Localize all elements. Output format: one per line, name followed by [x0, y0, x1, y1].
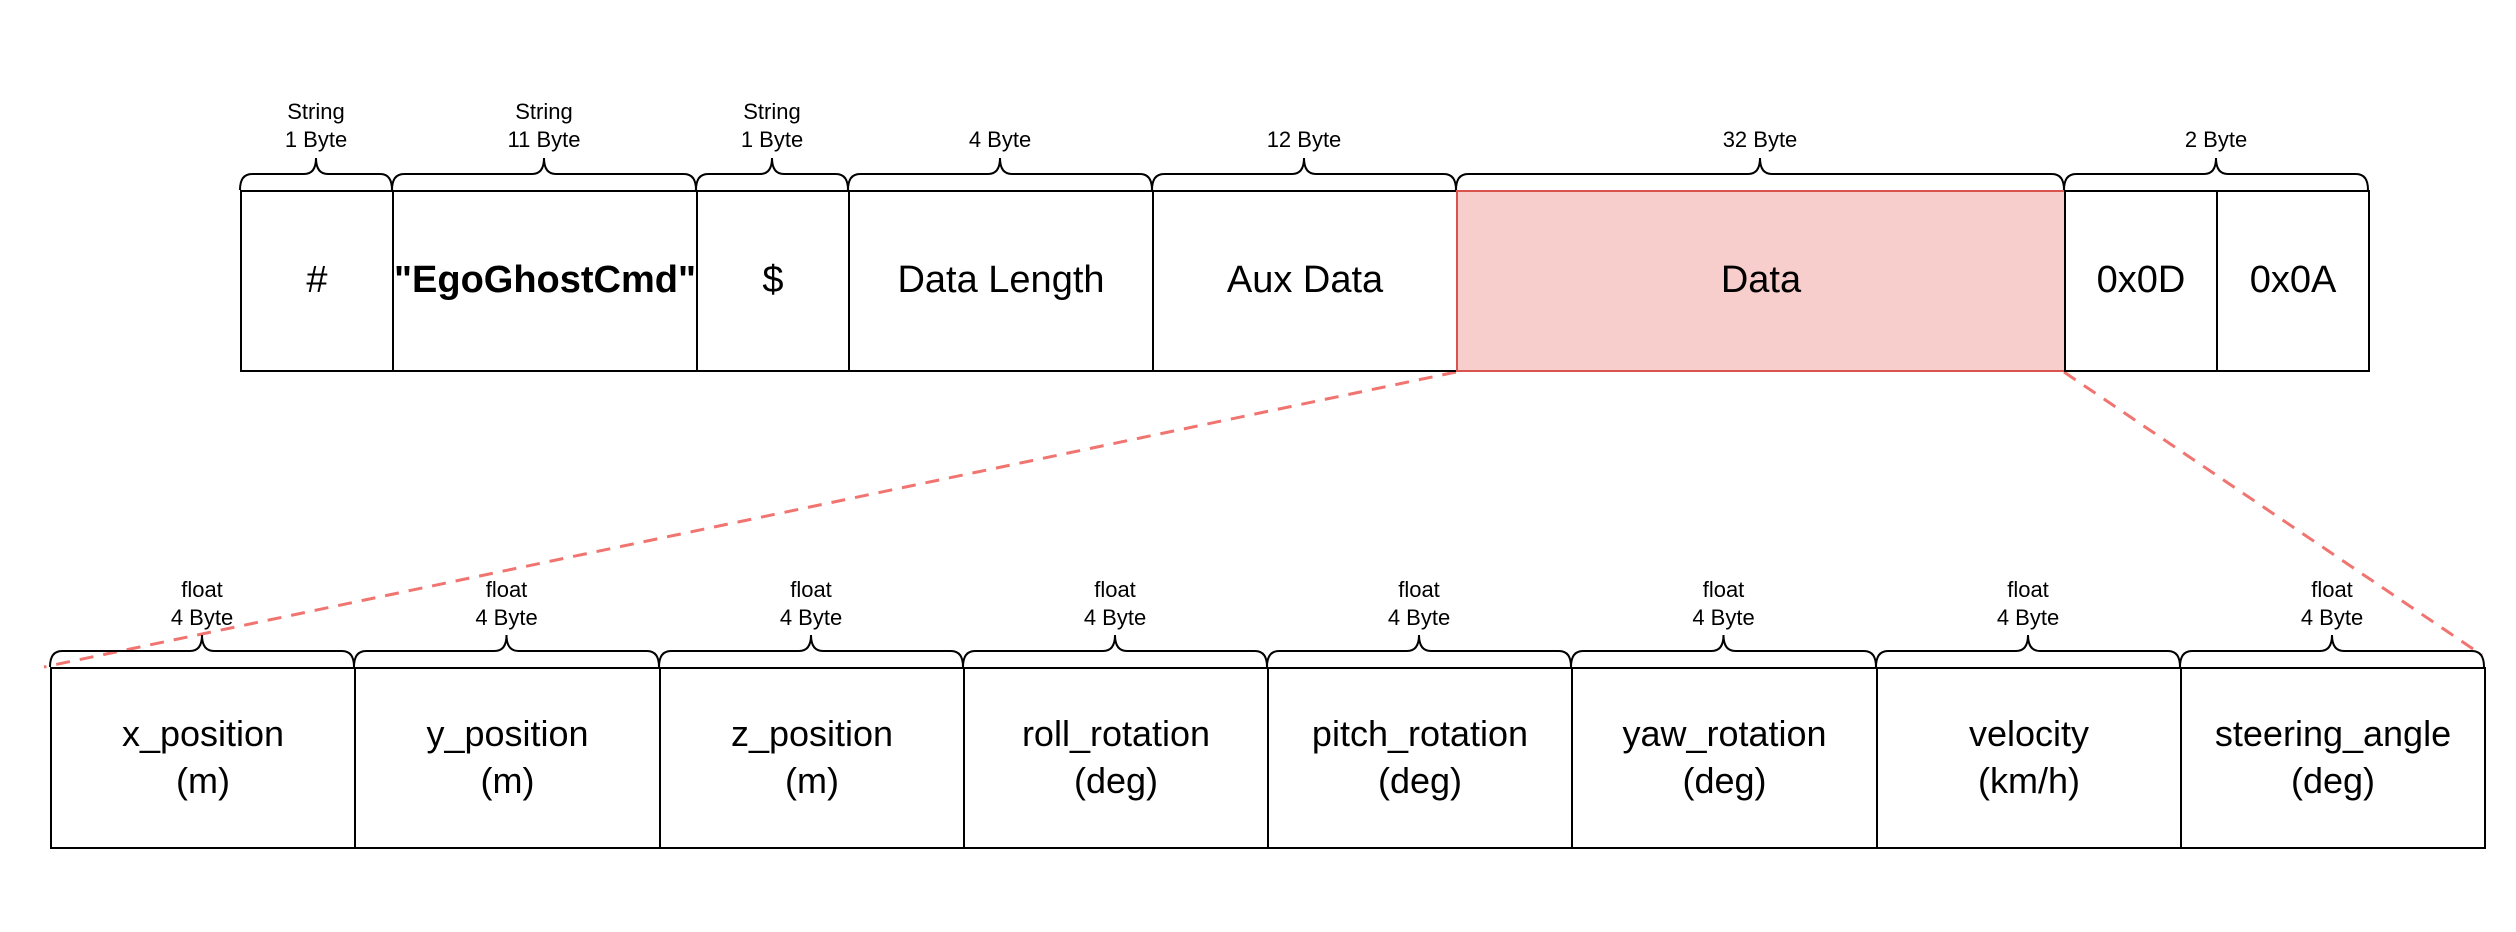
- packet-field-label: 0x0D: [2096, 259, 2186, 302]
- packet-field-caption-line: 32 Byte: [1722, 127, 1798, 152]
- data-field-size: 4 Byte: [475, 605, 538, 630]
- data-field-type: float: [485, 577, 528, 602]
- data-field-brace: [1875, 634, 2181, 668]
- data-field-name: z_position: [730, 713, 894, 755]
- data-field-name: roll_rotation: [1021, 713, 1211, 755]
- data-field: x_position (m): [50, 667, 356, 849]
- packet-field: $: [696, 190, 850, 372]
- packet-field-caption-line: 11 Byte: [507, 127, 581, 152]
- expand-line-right: [2063, 370, 2483, 657]
- data-field-caption: float 4 Byte: [1574, 576, 1874, 632]
- data-field-unit: (m): [480, 760, 535, 801]
- packet-field-caption: String 1 Byte: [166, 98, 466, 154]
- terminator-brace: [2063, 157, 2369, 191]
- data-field: y_position (m): [354, 667, 661, 849]
- data-field: velocity (km/h): [1876, 667, 2182, 849]
- data-field-brace: [1266, 634, 1572, 668]
- packet-field: 0x0A: [2216, 190, 2370, 372]
- data-field-size: 4 Byte: [1387, 605, 1451, 630]
- packet-field-label: Data Length: [897, 259, 1105, 302]
- packet-field-caption-line: String: [743, 99, 801, 124]
- packet-field-caption-line: 4 Byte: [968, 127, 1032, 152]
- packet-field-caption: String 11 Byte: [394, 98, 694, 154]
- data-field-type: float: [1398, 577, 1440, 602]
- packet-field-caption: String 1 Byte: [622, 98, 922, 154]
- data-field-size: 4 Byte: [779, 605, 843, 630]
- data-field-brace: [1570, 634, 1877, 668]
- data-field-name: y_position: [426, 713, 589, 755]
- data-field-type: float: [181, 577, 223, 602]
- data-field: yaw_rotation (deg): [1571, 667, 1878, 849]
- packet-field-brace: [695, 157, 849, 191]
- data-field-caption: float 4 Byte: [965, 576, 1265, 632]
- packet-field-brace: [847, 157, 1153, 191]
- packet-field: Aux Data: [1152, 190, 1458, 372]
- packet-field: Data Length: [848, 190, 1154, 372]
- packet-field-caption-line: 12 Byte: [1266, 127, 1342, 152]
- packet-field-caption-line: 1 Byte: [740, 127, 804, 152]
- data-field-size: 4 Byte: [1996, 605, 2060, 630]
- data-field-name: pitch_rotation: [1311, 713, 1529, 755]
- packet-field: 0x0D: [2064, 190, 2218, 372]
- data-field-unit: (km/h): [1978, 760, 2080, 801]
- packet-field-label: 0x0A: [2249, 259, 2337, 302]
- terminator-caption: 2 Byte: [2184, 127, 2248, 152]
- packet-field-label: $: [762, 259, 784, 302]
- data-field: steering_angle (deg): [2180, 667, 2486, 849]
- packet-field-label: Data: [1720, 259, 1802, 302]
- data-field: z_position (m): [659, 667, 965, 849]
- data-field-brace: [353, 634, 660, 668]
- data-field-brace: [2179, 634, 2485, 668]
- data-field-size: 4 Byte: [1083, 605, 1147, 630]
- data-field-brace: [658, 634, 964, 668]
- data-field-caption: float 4 Byte: [52, 576, 352, 632]
- data-field-size: 4 Byte: [2300, 605, 2364, 630]
- packet-field-brace: [391, 157, 697, 191]
- data-field-type: float: [1702, 577, 1745, 602]
- data-field-brace: [49, 634, 355, 668]
- packet-field-brace: [1455, 157, 2065, 191]
- packet-field-caption-line: 1 Byte: [284, 127, 348, 152]
- data-field: roll_rotation (deg): [963, 667, 1269, 849]
- packet-field-brace: [239, 157, 393, 191]
- data-field-caption: float 4 Byte: [1878, 576, 2178, 632]
- packet-field-caption: 32 Byte: [1610, 126, 1910, 154]
- data-field-name: yaw_rotation: [1622, 713, 1827, 755]
- data-field-unit: (deg): [1682, 760, 1767, 801]
- data-field-unit: (deg): [2290, 760, 2376, 801]
- data-field: pitch_rotation (deg): [1267, 667, 1573, 849]
- packet-field: Data: [1456, 190, 2066, 372]
- data-field-type: float: [2311, 577, 2353, 602]
- data-field-name: steering_angle: [2214, 713, 2452, 755]
- packet-field: "EgoGhostCmd": [392, 190, 698, 372]
- data-field-unit: (deg): [1377, 760, 1463, 801]
- expand-line-left: [43, 370, 1457, 669]
- packet-field-label: #: [306, 259, 328, 302]
- packet-field-caption: 4 Byte: [850, 126, 1150, 154]
- data-field-caption: float 4 Byte: [1269, 576, 1569, 632]
- packet-field-caption-line: String: [287, 99, 345, 124]
- packet-field-label: "EgoGhostCmd": [394, 259, 697, 302]
- data-field-type: float: [790, 577, 832, 602]
- data-field-brace: [962, 634, 1268, 668]
- data-field-caption: float 4 Byte: [2182, 576, 2482, 632]
- packet-field: #: [240, 190, 394, 372]
- data-field-name: x_position: [121, 713, 285, 755]
- data-field-unit: (m): [176, 760, 230, 801]
- data-field-size: 4 Byte: [170, 605, 234, 630]
- data-field-size: 4 Byte: [1692, 605, 1755, 630]
- packet-field-label: Aux Data: [1226, 259, 1384, 302]
- packet-field-caption: 12 Byte: [1154, 126, 1454, 154]
- data-field-type: float: [2007, 577, 2049, 602]
- data-field-name: velocity: [1968, 713, 2090, 755]
- packet-field-brace: [1151, 157, 1457, 191]
- data-field-type: float: [1094, 577, 1136, 602]
- data-field-caption: float 4 Byte: [357, 576, 657, 632]
- packet-field-caption-line: String: [515, 99, 573, 124]
- data-field-unit: (deg): [1073, 760, 1159, 801]
- data-field-unit: (m): [785, 760, 839, 801]
- data-field-caption: float 4 Byte: [661, 576, 961, 632]
